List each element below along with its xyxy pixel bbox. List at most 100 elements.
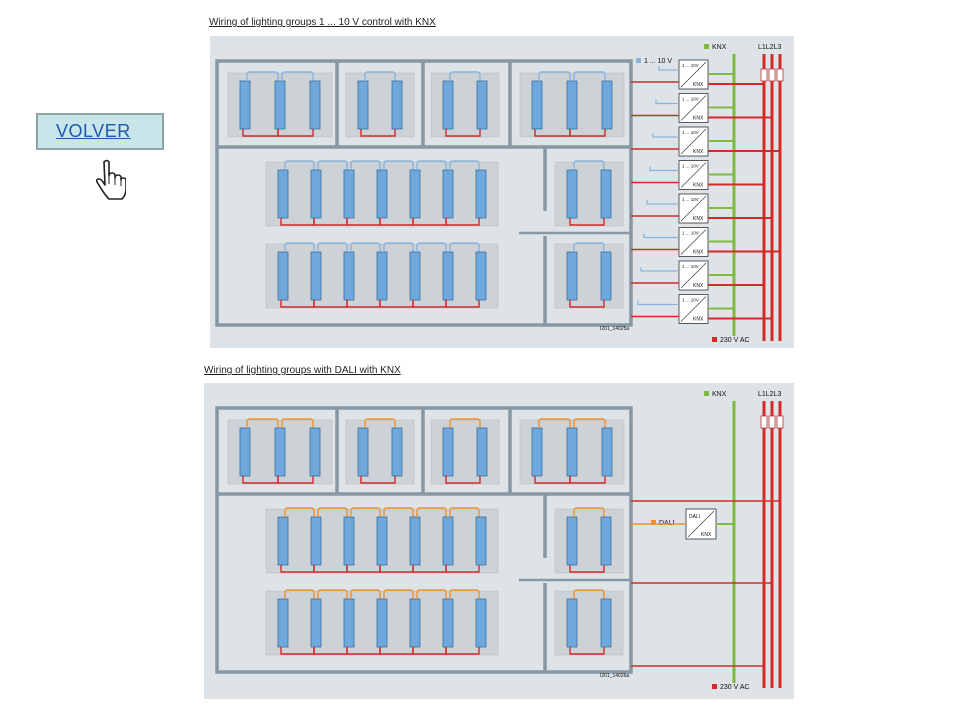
lamp-tube <box>376 169 388 219</box>
lamp-tube <box>376 598 388 648</box>
power-legend-swatch <box>712 337 717 342</box>
dali-legend-swatch <box>651 520 656 525</box>
lamp-tube <box>476 80 488 130</box>
lamp-tube <box>277 251 289 301</box>
lamp-tube <box>343 169 355 219</box>
power-legend-label: 230 V AC <box>720 684 750 691</box>
phase-legend-label: L1L2L3 <box>758 44 781 51</box>
lamp-tube <box>475 516 487 566</box>
actuator-top-label: 1 ... 10V <box>682 97 699 102</box>
luminaire-housing <box>554 161 624 227</box>
control-wire <box>383 507 414 517</box>
power-wire <box>360 129 396 137</box>
lamp-tube <box>277 169 289 219</box>
control-wire <box>449 160 480 170</box>
lamp-tube <box>442 516 454 566</box>
control-wire <box>538 418 571 428</box>
lamp-tube <box>566 80 578 130</box>
lamp-tube <box>476 427 488 477</box>
lamp-tube <box>277 516 289 566</box>
control-legend-swatch <box>636 58 641 63</box>
actuator-bottom-label: KNX <box>693 149 704 155</box>
lamp-tube <box>442 427 454 477</box>
control-wire <box>246 71 279 81</box>
control-wire <box>449 507 480 517</box>
control-wire <box>284 242 315 252</box>
control-wire <box>655 99 679 105</box>
control-wire <box>643 233 679 239</box>
power-wire <box>445 476 481 484</box>
knx-legend-label: KNX <box>712 44 727 51</box>
lamp-tube <box>475 169 487 219</box>
actuator-divider <box>680 262 707 289</box>
lamp-tube <box>239 80 251 130</box>
lamp-tube <box>442 251 454 301</box>
gateway-bottom-label: KNX <box>701 532 712 538</box>
actuator-bottom-label: KNX <box>693 82 704 88</box>
control-wire <box>284 507 315 517</box>
control-wire <box>350 242 381 252</box>
actuator-bottom-label: KNX <box>693 250 704 256</box>
lamp-tube <box>442 80 454 130</box>
control-wire <box>383 160 414 170</box>
knx-legend-swatch <box>704 44 709 49</box>
lamp-tube <box>566 251 578 301</box>
control-wire <box>364 71 396 81</box>
actuator-top-label: 1 ... 10V <box>682 298 699 303</box>
actuator-bottom-label: KNX <box>693 216 704 222</box>
control-wire <box>649 166 679 172</box>
lamp-tube <box>274 427 286 477</box>
actuator-divider <box>680 296 707 322</box>
knx-legend-label: KNX <box>712 391 727 398</box>
actuator-bottom-label: KNX <box>693 283 704 289</box>
actuator-top-label: 1 ... 10V <box>682 130 699 135</box>
fuse <box>776 415 784 429</box>
fuse <box>768 68 776 82</box>
lamp-tube <box>566 427 578 477</box>
actuator-divider <box>680 229 707 255</box>
fuse <box>760 68 768 82</box>
control-wire <box>350 589 381 599</box>
lamp-tube <box>239 427 251 477</box>
actuator-bottom-label: KNX <box>693 317 704 323</box>
control-legend-label: 1 ... 10 V <box>644 58 672 65</box>
actuator-bottom-label: KNX <box>693 183 704 189</box>
actuator-top-label: 1 ... 10V <box>682 231 699 236</box>
lamp-tube <box>442 598 454 648</box>
control-wire <box>573 589 605 599</box>
lamp-tube <box>531 80 543 130</box>
power-wire <box>277 476 314 484</box>
control-wire <box>538 71 571 81</box>
control-wire <box>637 300 679 306</box>
power-wire <box>360 476 396 484</box>
lamp-tube <box>409 169 421 219</box>
actuator-top-label: 1 ... 10V <box>682 264 699 269</box>
control-wire <box>317 507 348 517</box>
control-wire <box>246 418 279 428</box>
power-wire <box>445 647 480 655</box>
power-legend-swatch <box>712 684 717 689</box>
lamp-tube <box>391 80 403 130</box>
control-wire <box>416 507 447 517</box>
diagram2-title: Wiring of lighting groups with DALI with… <box>204 365 401 376</box>
lamp-tube <box>600 516 612 566</box>
power-wire <box>569 300 605 308</box>
lamp-tube <box>310 251 322 301</box>
control-wire <box>416 242 447 252</box>
lamp-tube <box>601 427 613 477</box>
lamp-tube <box>309 427 321 477</box>
luminaire-housing <box>345 72 415 138</box>
diagram1-title: Wiring of lighting groups 1 ... 10 V con… <box>209 17 436 28</box>
lamp-tube <box>409 598 421 648</box>
control-wire <box>658 66 679 71</box>
power-wire <box>569 647 605 655</box>
control-wire <box>350 507 381 517</box>
figure-ref: I201_14026a <box>600 673 629 679</box>
control-wire <box>383 589 414 599</box>
control-wire <box>640 267 679 272</box>
lamp-tube <box>600 169 612 219</box>
lamp-tube <box>600 251 612 301</box>
volver-button[interactable]: VOLVER <box>36 113 164 150</box>
luminaire-housing <box>430 72 500 138</box>
